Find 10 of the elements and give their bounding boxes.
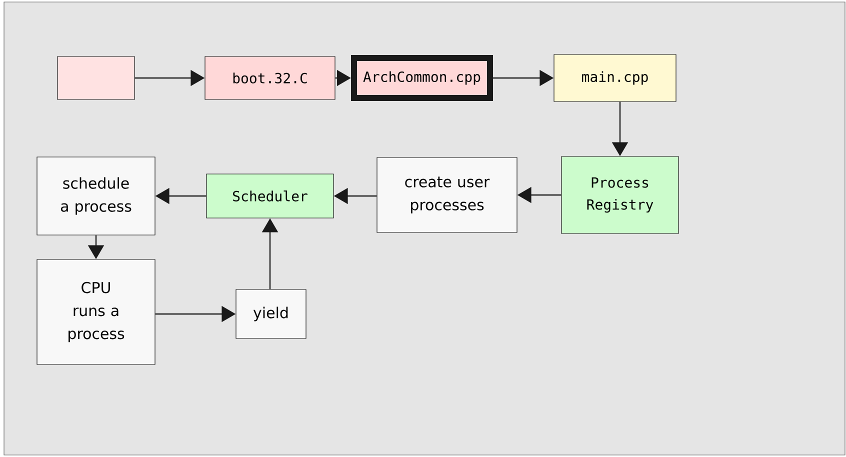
code-file-box: boot.32.C	[204, 56, 336, 100]
process-box: create user processes	[376, 157, 518, 233]
code-file-box: main.cpp	[554, 54, 676, 102]
process-box: yield	[236, 289, 306, 339]
code-file-box: Scheduler	[206, 174, 334, 218]
process-box: schedule a process	[36, 156, 156, 236]
code-file-box: ArchCommon.cpp	[351, 55, 493, 101]
empty-box	[57, 56, 135, 100]
process-box: CPU runs a process	[36, 259, 156, 365]
code-file-box: Process Registry	[561, 156, 679, 234]
